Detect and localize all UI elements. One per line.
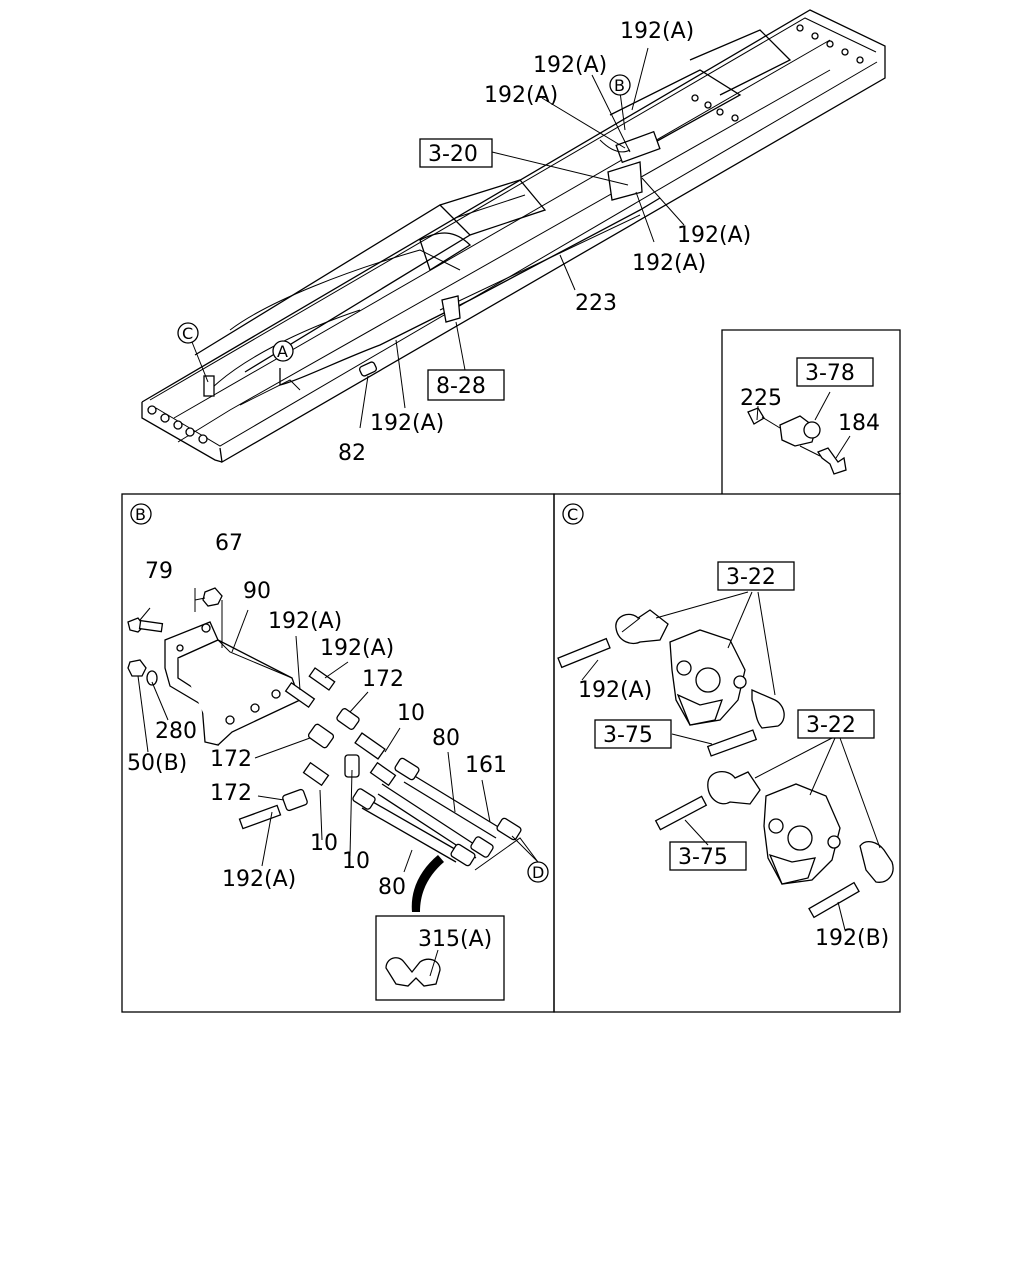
callout-90: 90	[243, 579, 271, 604]
svg-text:D: D	[532, 863, 544, 882]
callout-80-b: 80	[378, 875, 406, 900]
ref-3-20-label: 3-20	[428, 142, 478, 167]
callout-192a-3: 192(A)	[484, 83, 558, 108]
callout-192b: 192(B)	[815, 926, 889, 951]
callout-225: 225	[740, 386, 782, 411]
inset-3-78: 225 3-78 184	[721, 329, 901, 494]
callout-172-b: 172	[210, 747, 252, 772]
svg-text:A: A	[277, 342, 288, 361]
callout-184: 184	[838, 411, 880, 436]
callout-192a-c: 192(A)	[578, 678, 652, 703]
ref-box-3-20: 3-20	[419, 138, 493, 168]
ref-3-78-label: 3-78	[805, 361, 855, 386]
svg-text:C: C	[182, 324, 193, 343]
marker-d: D	[527, 861, 549, 883]
ref-3-22-label-a: 3-22	[726, 565, 776, 590]
callout-192a-4: 192(A)	[677, 223, 751, 248]
ref-3-75-label-b: 3-75	[678, 845, 728, 870]
callout-161: 161	[465, 753, 507, 778]
marker-b-top: B	[609, 74, 631, 96]
callout-192a-b2: 192(A)	[320, 636, 394, 661]
callout-172-a: 172	[362, 667, 404, 692]
marker-a-top: A	[272, 340, 294, 362]
callout-50b: 50(B)	[127, 751, 187, 776]
marker-b: B	[130, 503, 152, 525]
callout-10-c: 10	[342, 849, 370, 874]
inset-c: C 3-22 192(A) 3-75 3-22 3-75 192(B)	[553, 493, 901, 1013]
callout-192a-b1: 192(A)	[268, 609, 342, 634]
inset-b: B 67 79 90 192(A) 192(A) 172 280 10 80 1…	[121, 493, 555, 1013]
callout-192a-5: 192(A)	[632, 251, 706, 276]
callout-192a-1: 192(A)	[620, 19, 694, 44]
callout-192a-6: 192(A)	[370, 411, 444, 436]
callout-67: 67	[215, 531, 243, 556]
callout-192a-b3: 192(A)	[222, 867, 296, 892]
callout-10-a: 10	[397, 701, 425, 726]
callout-280: 280	[155, 719, 197, 744]
callout-192a-2: 192(A)	[533, 53, 607, 78]
svg-text:B: B	[135, 505, 146, 524]
marker-c: C	[562, 503, 584, 525]
ref-8-28-label: 8-28	[436, 374, 486, 399]
ref-3-75-label-a: 3-75	[603, 723, 653, 748]
callout-79: 79	[145, 559, 173, 584]
ref-box-8-28: 8-28	[427, 369, 505, 401]
callout-82: 82	[338, 441, 366, 466]
svg-text:B: B	[614, 76, 625, 95]
svg-text:C: C	[567, 505, 578, 524]
callout-172-c: 172	[210, 781, 252, 806]
callout-223: 223	[575, 291, 617, 316]
callout-80-a: 80	[432, 726, 460, 751]
callout-10-b: 10	[310, 831, 338, 856]
callout-315a: 315(A)	[418, 927, 492, 952]
ref-3-22-label-b: 3-22	[806, 713, 856, 738]
marker-c-top: C	[177, 322, 199, 344]
